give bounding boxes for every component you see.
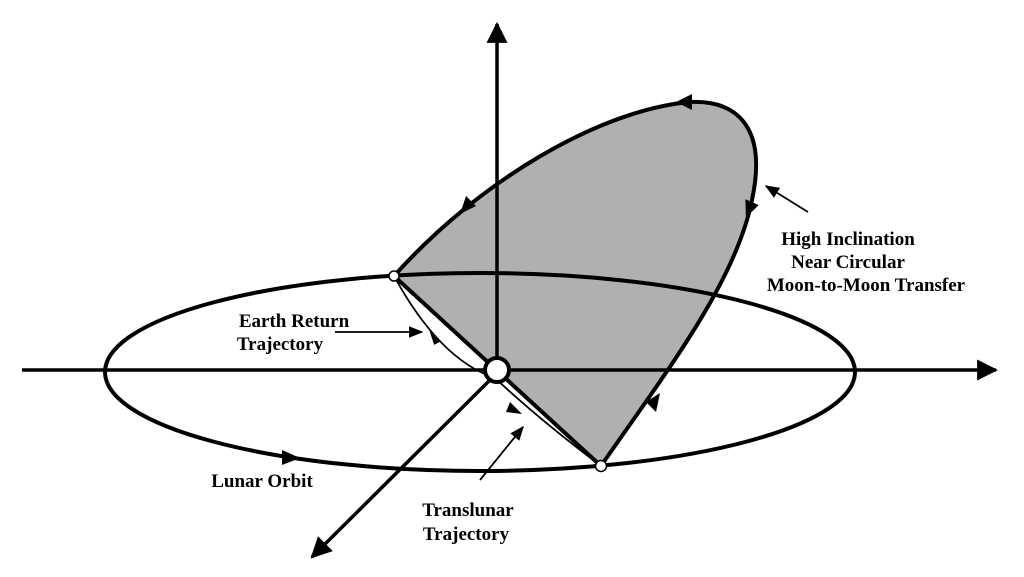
translunar-label-line1: Translunar <box>422 500 514 521</box>
translunar-pointer-arrow <box>479 425 524 481</box>
departure-node <box>388 270 400 282</box>
lunar-orbit-label: Lunar Orbit <box>211 471 313 492</box>
arrival-node <box>594 459 608 473</box>
transfer-label-line2: Near Circular <box>791 252 905 273</box>
transfer-orbit-region <box>392 99 759 468</box>
earth-return-label-line1: Earth Return <box>239 311 350 332</box>
earth-marker <box>483 356 511 384</box>
y-axis <box>310 376 494 559</box>
lunar-orbit-ellipse <box>103 271 857 473</box>
transfer-label-line1: High Inclination <box>781 229 915 250</box>
earth-return-label-line2: Trajectory <box>237 334 324 355</box>
direction-arrowheads <box>282 94 759 465</box>
transfer-pointer-arrow <box>764 185 809 213</box>
translunar-label-line2: Trajectory <box>423 524 510 545</box>
transfer-label-line3: Moon-to-Moon Transfer <box>767 275 966 296</box>
